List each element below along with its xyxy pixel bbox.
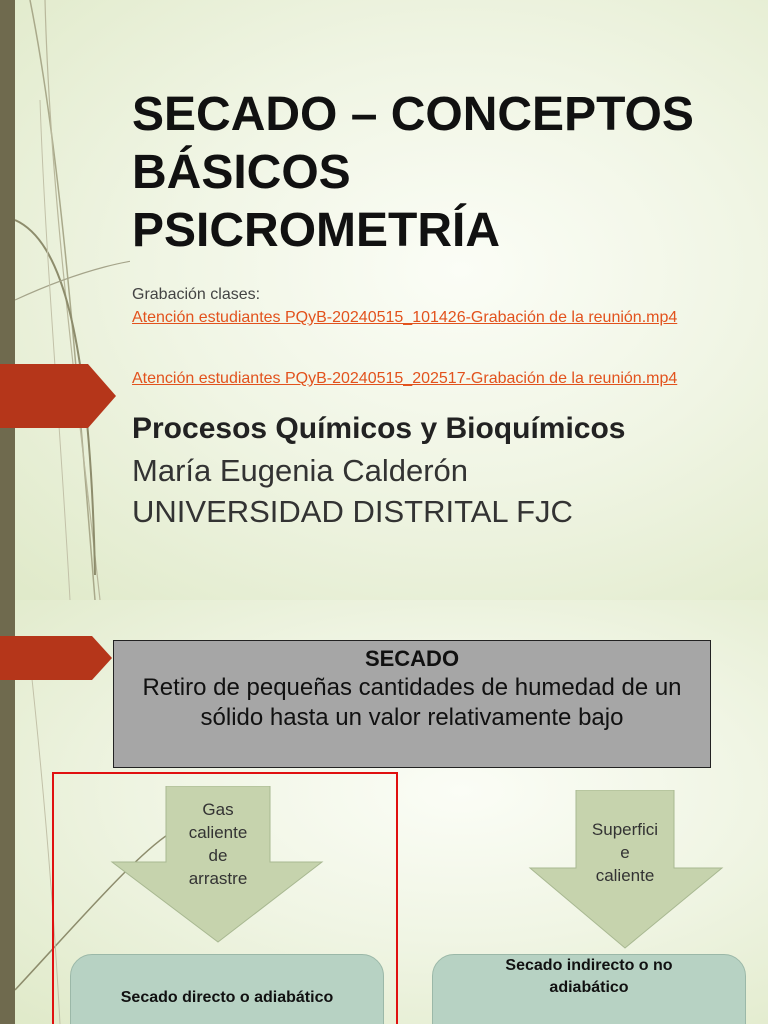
decorative-grass-curves [14,0,130,600]
arrow-right-line: Superfici [591,820,659,839]
title-line-2: BÁSICOS [132,146,351,199]
section-tag-marker [0,636,112,680]
arrow-right-line: e [620,843,630,862]
course-name: Procesos Químicos y Bioquímicos [132,412,626,445]
university-name: UNIVERSIDAD DISTRITAL FJC [132,494,573,529]
definition-box: SECADO Retiro de pequeñas cantidades de … [113,640,711,768]
author-name: María Eugenia Calderón [132,453,469,488]
arrow-left-line: de [208,846,228,865]
indirect-drying-label-line-1: Secado indirecto o no [505,957,673,974]
definition-text: Retiro de pequeñas cantidades de humedad… [142,674,682,731]
sidebar-strip [0,0,15,600]
sidebar-strip [0,600,15,1024]
arrow-left-line: arrastre [188,869,248,888]
decorative-grass-curves [14,659,176,1024]
section-tag-marker [0,364,116,428]
down-arrow-right [528,790,724,949]
arrow-left-line: Gas [202,800,234,819]
title-slide: SECADO – CONCEPTOS BÁSICOS PSICROMETRÍA … [0,0,768,600]
direct-drying-box: Secado directo o adiabático [70,954,384,1024]
arrow-left-line: caliente [188,823,248,842]
arrow-right-line: caliente [595,866,655,885]
recording-label: Grabación clases: [132,286,261,303]
highlight-frame [52,772,398,1024]
arrow-right-label: Superfici e caliente [576,818,674,887]
title-line-1: SECADO – CONCEPTOS [132,88,694,141]
down-arrow-left [110,786,324,943]
indirect-drying-box: Secado indirecto o no adiabático [432,954,746,1024]
direct-drying-label: Secado directo o adiabático [120,989,334,1006]
page-title: SECADO – CONCEPTOS BÁSICOS PSICROMETRÍA [132,86,752,260]
recording-link-2[interactable]: Atención estudiantes PQyB-20240515_20251… [132,370,678,387]
indirect-drying-label-line-2: adiabático [549,979,629,996]
recording-link-1[interactable]: Atención estudiantes PQyB-20240515_10142… [132,309,678,326]
arrow-left-label: Gas caliente de arrastre [166,798,270,890]
drying-slide: SECADO Retiro de pequeñas cantidades de … [0,600,768,1024]
title-line-3: PSICROMETRÍA [132,204,501,257]
definition-heading: SECADO [364,646,460,671]
